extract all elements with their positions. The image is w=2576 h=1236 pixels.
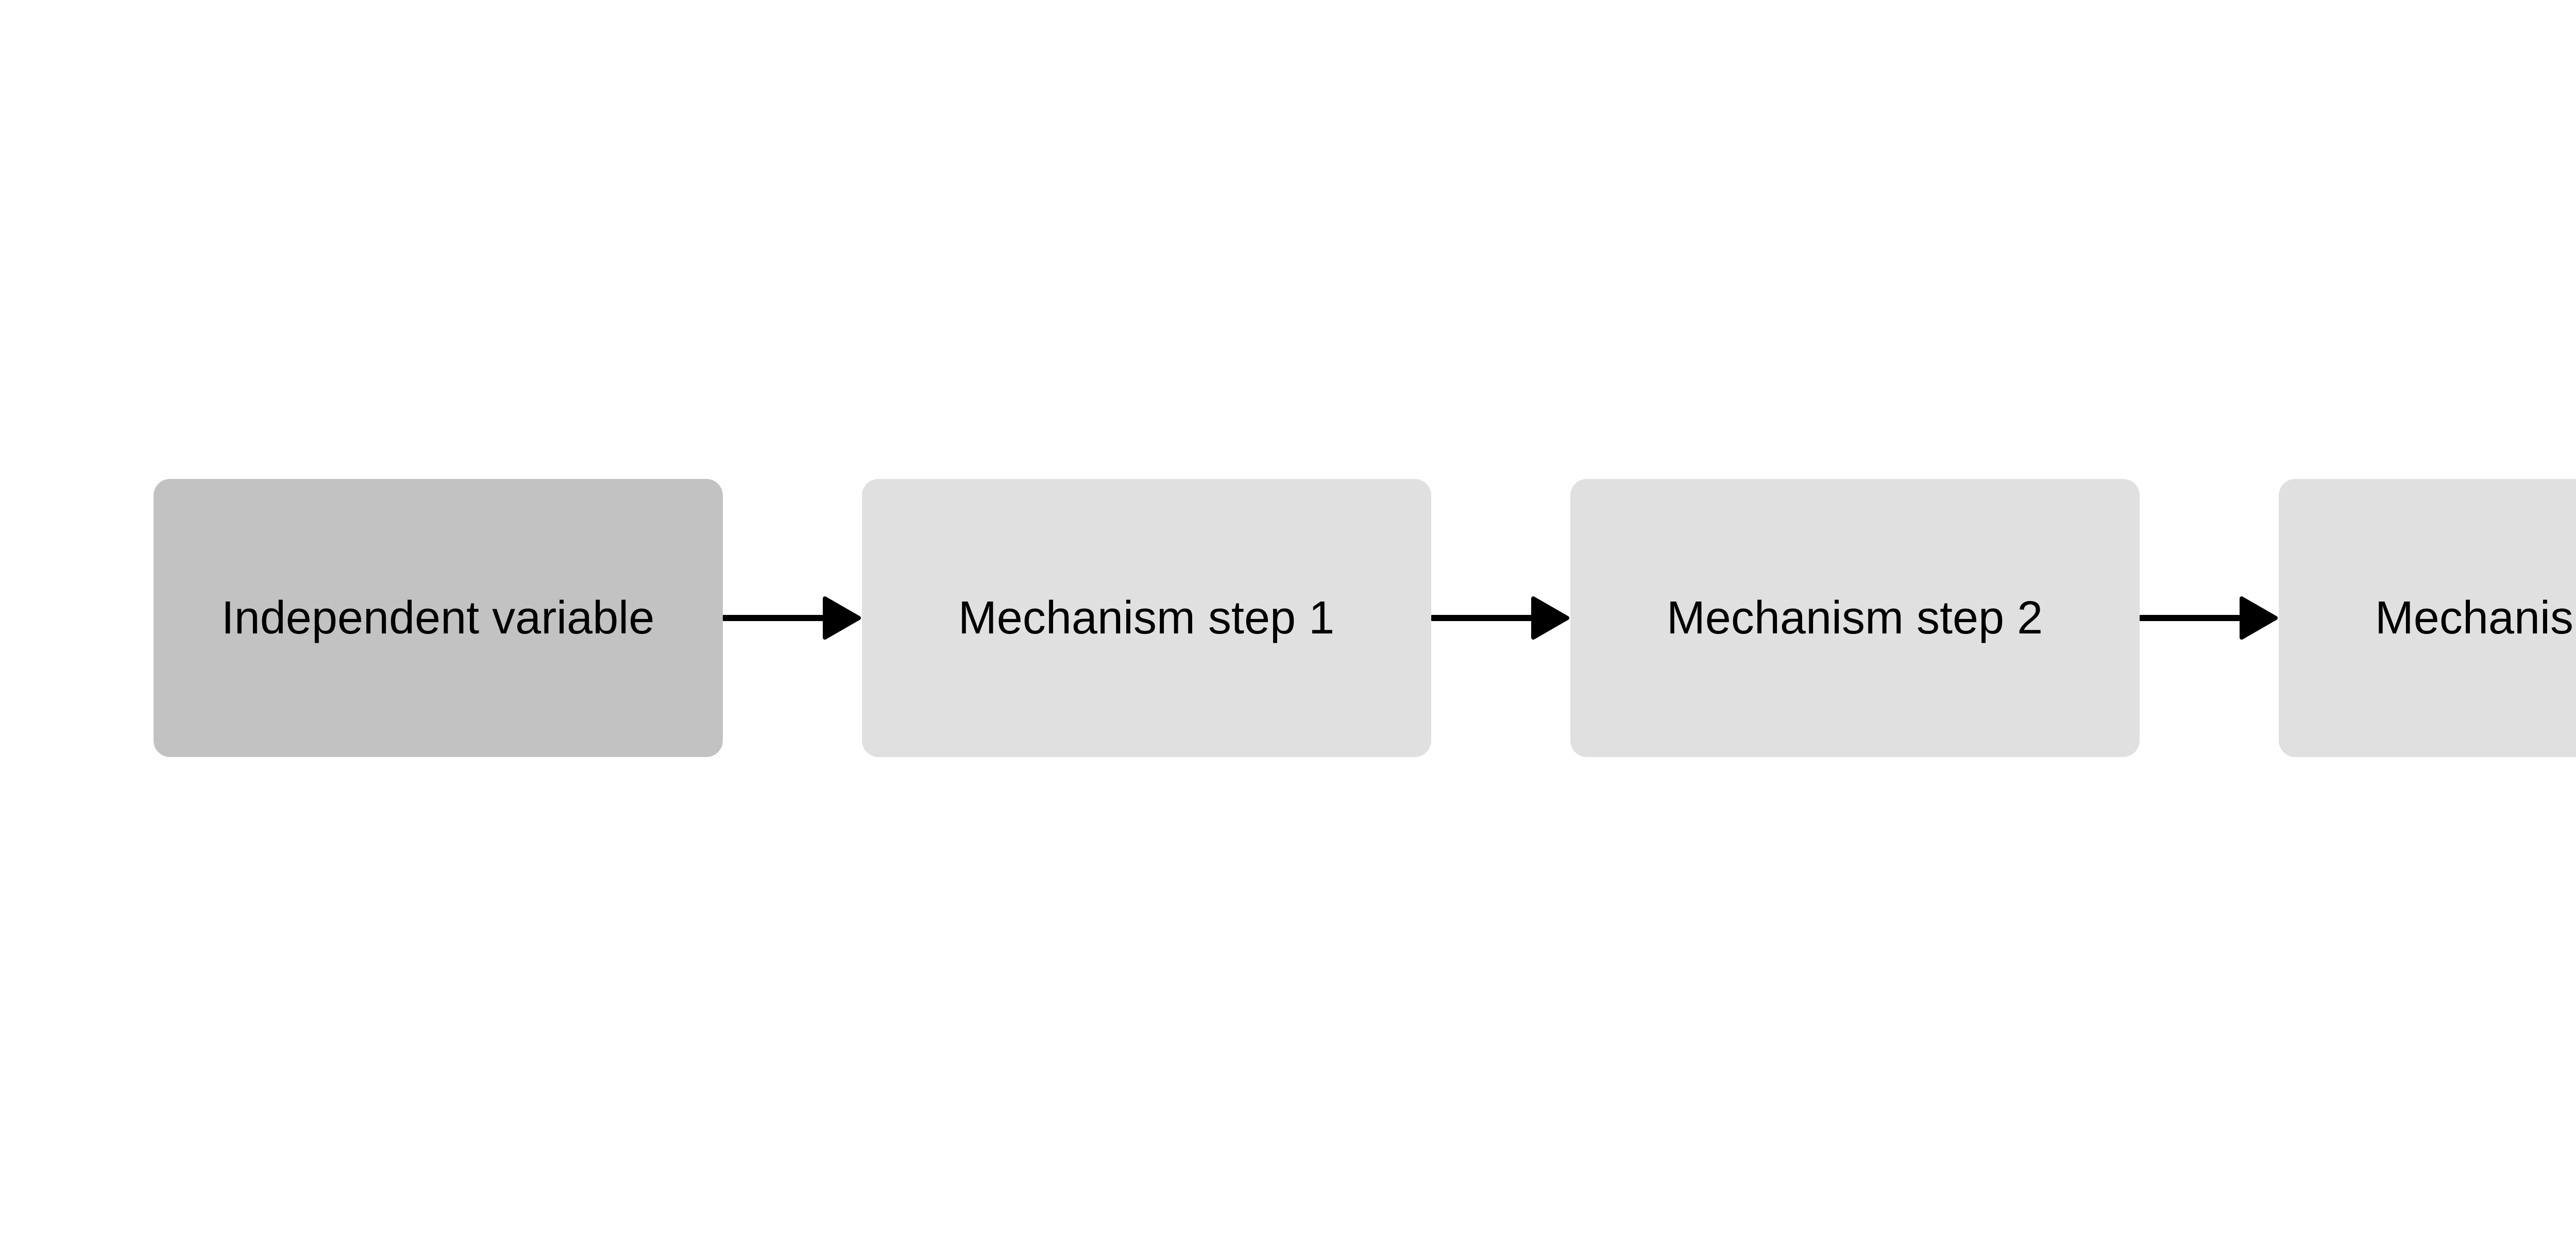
node-independent-variable: Independent variable [153,479,723,757]
node-mechanism-step-1: Mechanism step 1 [861,479,1431,757]
node-mechanism-step-3: Mechanism step 3 [2278,479,2576,757]
right-arrow-icon [722,596,861,640]
node-mechanism-step-2: Mechanism step 2 [1570,479,2140,757]
node-label: Independent variable [221,592,655,644]
node-label: Mechanism step 2 [1666,592,2043,644]
right-arrow-icon [1431,596,1569,640]
node-label: Mechanism step 3 [2375,592,2576,644]
right-arrow-icon [2139,596,2278,640]
node-label: Mechanism step 1 [958,592,1335,644]
